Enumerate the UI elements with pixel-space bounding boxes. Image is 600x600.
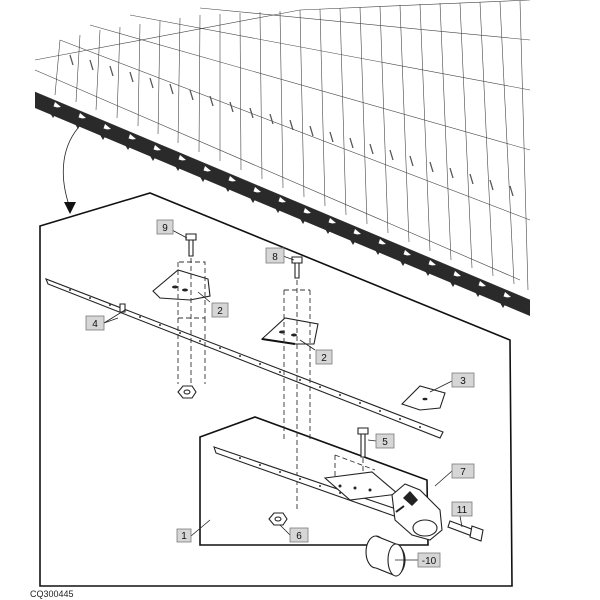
- callout-2-middle: 2: [315, 349, 333, 365]
- callout-1: 1: [176, 528, 192, 543]
- svg-text:8: 8: [272, 252, 278, 263]
- bolt-9: [185, 233, 197, 257]
- figure-id: CQ300445: [30, 589, 74, 599]
- callout-10: -10: [417, 552, 441, 568]
- svg-text:11: 11: [457, 505, 468, 516]
- callout-6: 6: [289, 527, 309, 543]
- knife-section-upper: [152, 269, 211, 301]
- svg-text:6: 6: [296, 531, 302, 542]
- svg-text:3: 3: [460, 376, 466, 387]
- detail-panel-outline: [39, 192, 513, 587]
- callout-11: 11: [451, 501, 473, 517]
- bushing-10: [365, 535, 406, 577]
- callout-leaders: [103, 229, 463, 561]
- svg-text:7: 7: [460, 467, 466, 478]
- callout-9: 9: [156, 219, 174, 235]
- svg-text:2: 2: [321, 353, 327, 364]
- lock-nut-6: [268, 512, 288, 526]
- lock-nut-upper: [177, 385, 197, 399]
- callout-4: 4: [85, 315, 105, 331]
- cap-screw-11: [447, 520, 484, 542]
- callout-7: 7: [451, 463, 475, 479]
- knife-drive-bar: [213, 446, 403, 519]
- callout-8: 8: [265, 247, 285, 264]
- bolt-5: [357, 427, 369, 458]
- bolt-8: [291, 256, 303, 279]
- knife-section-right: [400, 385, 446, 411]
- svg-text:5: 5: [382, 437, 388, 448]
- svg-text:4: 4: [92, 319, 98, 330]
- callout-2-upper: 2: [211, 302, 229, 318]
- detail-pointer-arrow: [62, 127, 79, 214]
- knife-head: [391, 483, 443, 541]
- svg-text:-10: -10: [422, 556, 437, 567]
- svg-text:2: 2: [217, 306, 223, 317]
- header-machine-illustration: [34, 0, 531, 316]
- knife-section-middle: [260, 317, 319, 345]
- knife-back-bar: [45, 278, 444, 439]
- callout-3: 3: [451, 372, 475, 388]
- svg-text:9: 9: [162, 223, 168, 234]
- svg-text:1: 1: [181, 531, 187, 542]
- callout-5: 5: [375, 433, 395, 449]
